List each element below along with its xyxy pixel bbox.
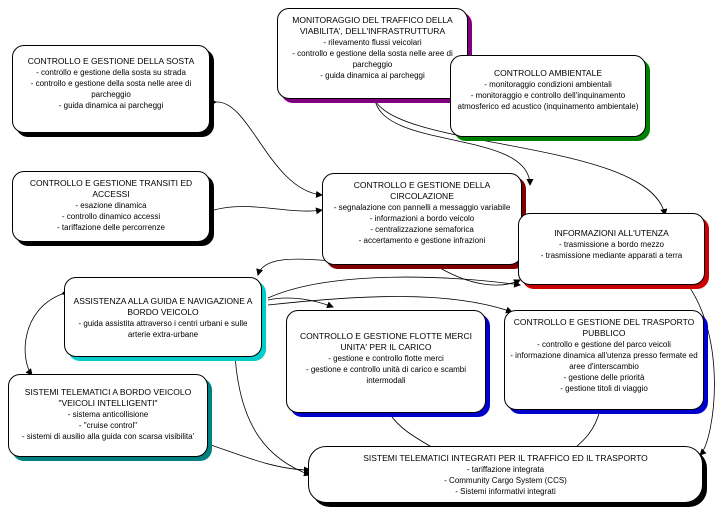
connector-circolazione-integrati xyxy=(439,267,521,286)
node-transiti: CONTROLLO E GESTIONE TRANSITI ED ACCESSI… xyxy=(12,171,210,242)
node-sosta-item: - guida dinamica ai parcheggi xyxy=(58,101,164,110)
node-assistenza: ASSISTENZA ALLA GUIDA E NAVIGAZIONE A BO… xyxy=(64,277,262,357)
node-flotte-item: - gestione e controllo unità di carico e… xyxy=(305,365,467,385)
connector-assistenza-trasporto xyxy=(267,296,513,314)
connector-sosta-circolazione xyxy=(209,98,323,198)
node-sosta: CONTROLLO E GESTIONE DELLA SOSTA - contr… xyxy=(12,45,210,133)
node-monitoraggio-item: - controllo e gestione della sosta nelle… xyxy=(292,49,453,69)
node-sosta-title: CONTROLLO E GESTIONE DELLA SOSTA xyxy=(27,56,195,66)
node-transiti-item: - controllo dinamico accessi xyxy=(61,212,161,221)
connector-assistenza-informazioni xyxy=(267,276,521,299)
node-informazioni: INFORMAZIONI ALL'UTENZA - trasmissione a… xyxy=(518,213,705,285)
node-trasporto-pubblico: CONTROLLO E GESTIONE DEL TRASPORTO PUBBL… xyxy=(504,310,704,410)
node-transiti-item: - esazione dinamica xyxy=(75,201,147,210)
node-bordo-veicolo-item: - sistema anticollisione xyxy=(67,410,149,419)
node-transiti-title: CONTROLLO E GESTIONE TRANSITI ED ACCESSI xyxy=(29,178,193,199)
connector-assistenza-flotte xyxy=(267,297,334,309)
node-integrati-item: - Community Cargo System (CCS) xyxy=(444,476,567,485)
node-monitoraggio-item: - guida dinamica ai parcheggi xyxy=(320,71,425,80)
node-circolazione-title: CONTROLLO E GESTIONE DELLA CIRCOLAZIONE xyxy=(353,180,491,201)
node-informazioni-title: INFORMAZIONI ALL'UTENZA xyxy=(554,228,669,238)
node-informazioni-item: - trasmissione mediante apparati a terra xyxy=(540,251,683,260)
node-monitoraggio-item: - rilevamento flussi veicolari xyxy=(323,38,422,47)
node-informazioni-item: - trasmissione a bordo mezzo xyxy=(559,240,664,249)
node-assistenza-item: - guida assistita attraverso i centri ur… xyxy=(78,319,248,339)
connector-bordo-integrati xyxy=(194,439,311,474)
node-ambientale: CONTROLLO AMBIENTALE - monitoraggio cond… xyxy=(450,55,646,137)
node-integrati-item: - Sistemi informativi integrati xyxy=(455,487,556,496)
node-circolazione: CONTROLLO E GESTIONE DELLA CIRCOLAZIONE … xyxy=(322,173,522,265)
node-sosta-item: - controllo e gestione della sosta nelle… xyxy=(30,79,192,99)
connector-informazioni-integrati xyxy=(679,274,715,456)
node-transiti-item: - tariffazione delle percorrenze xyxy=(57,223,165,232)
node-monitoraggio: MONITORAGGIO DEL TRAFFICO DELLA VIABILIT… xyxy=(277,8,468,99)
connector-monitoraggio-informazioni xyxy=(374,99,668,216)
node-integrati-title: SISTEMI TELEMATICI INTEGRATI PER IL TRAF… xyxy=(363,453,648,463)
node-assistenza-title: ASSISTENZA ALLA GUIDA E NAVIGAZIONE A BO… xyxy=(73,296,253,317)
node-integrati-item: - tariffazione integrata xyxy=(466,465,545,474)
node-bordo-veicolo-item: - sistemi di ausilio alla guida con scar… xyxy=(21,432,195,441)
connector-monitoraggio-circolazione xyxy=(374,99,534,186)
node-circolazione-item: - accertamento e gestione infrazioni xyxy=(358,236,486,245)
node-integrati: SISTEMI TELEMATICI INTEGRATI PER IL TRAF… xyxy=(308,446,703,503)
connector-assistenza-bordo xyxy=(24,288,69,376)
node-trasporto-pubblico-item: - gestione titoli di viaggio xyxy=(560,384,648,393)
connector-transiti-circolazione xyxy=(207,206,323,215)
node-trasporto-pubblico-title: CONTROLLO E GESTIONE DEL TRASPORTO PUBBL… xyxy=(513,317,695,338)
node-bordo-veicolo: SISTEMI TELEMATICI A BORDO VEICOLO "VEIC… xyxy=(8,374,208,457)
node-circolazione-item: - centralizzazione semaforica xyxy=(370,225,474,234)
node-bordo-veicolo-item: - "cruise control" xyxy=(78,421,138,430)
node-bordo-veicolo-title: SISTEMI TELEMATICI A BORDO VEICOLO "VEIC… xyxy=(24,387,192,408)
node-ambientale-item: - monitoraggio e controllo dell'inquinam… xyxy=(457,91,639,111)
node-circolazione-item: - informazioni a bordo veicolo xyxy=(369,214,475,223)
node-flotte-item: - gestione e controllo flotte merci xyxy=(328,354,444,363)
node-flotte: CONTROLLO E GESTIONE FLOTTE MERCI UNITA'… xyxy=(286,310,486,413)
node-trasporto-pubblico-item: - gestione delle priorità xyxy=(563,373,645,382)
node-ambientale-title: CONTROLLO AMBIENTALE xyxy=(493,68,602,78)
node-monitoraggio-title: MONITORAGGIO DEL TRAFFICO DELLA VIABILIT… xyxy=(292,15,453,36)
node-trasporto-pubblico-item: - informazione dinamica all'utenza press… xyxy=(510,351,698,371)
node-sosta-item: - controllo e gestione della sosta su st… xyxy=(36,68,186,77)
node-circolazione-item: - segnalazione con pannelli a messaggio … xyxy=(333,203,511,212)
node-flotte-title: CONTROLLO E GESTIONE FLOTTE MERCI UNITA'… xyxy=(300,331,472,352)
node-trasporto-pubblico-item: - controllo e gestione del parco veicoli xyxy=(537,340,671,349)
node-ambientale-item: - monitoraggio condizioni ambientali xyxy=(484,80,612,89)
